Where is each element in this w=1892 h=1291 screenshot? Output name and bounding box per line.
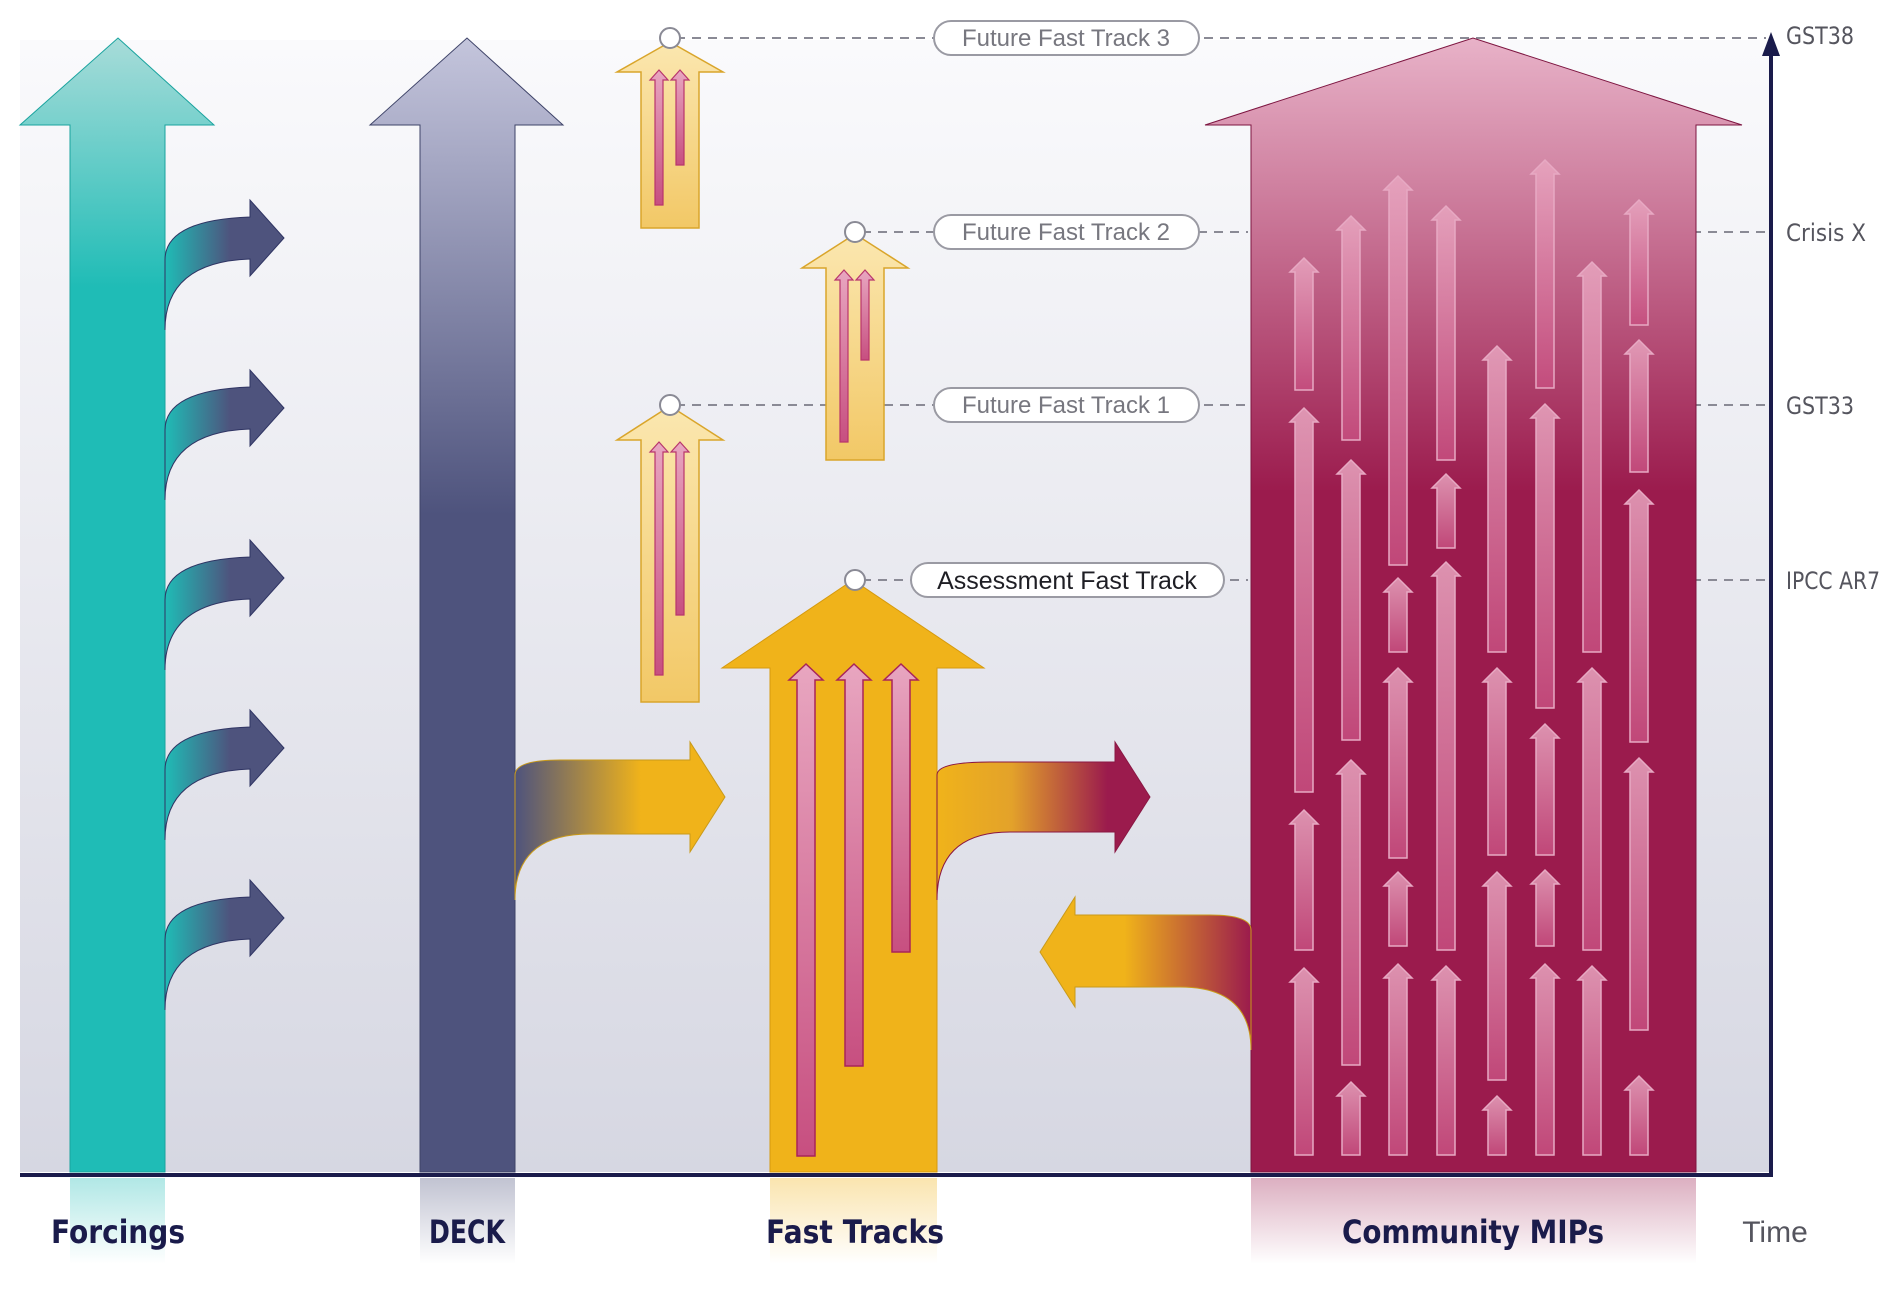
mip-inner-arrow <box>1481 344 1513 653</box>
mip-inner-arrow <box>1576 964 1608 1156</box>
deck-to-fast-tracks-arrow <box>514 740 726 901</box>
milestone-ipcc-ar7: IPCC AR7 <box>1786 567 1880 595</box>
mip-inner-arrow <box>1430 964 1462 1156</box>
mip-inner-arrow <box>1529 868 1561 947</box>
future-track-1-label: Future Fast Track 1 <box>962 392 1170 419</box>
mip-inner-arrow <box>1288 256 1320 391</box>
category-forcings: Forcings <box>51 1213 185 1251</box>
mip-inner-arrow <box>1623 488 1655 743</box>
future-track-1-pill <box>933 387 1200 423</box>
future-track-2-pill <box>933 214 1200 250</box>
track-node-assessment <box>844 569 866 591</box>
track-labels: Future Fast Track 3 Future Fast Track 2 … <box>659 20 1225 598</box>
mip-inner-arrow <box>1481 1094 1513 1156</box>
assessment-track-pill <box>910 562 1225 598</box>
milestone-labels: GST38 Crisis X GST33 IPCC AR7 <box>1786 22 1880 595</box>
mip-inner-arrow <box>1481 870 1513 1081</box>
mip-inner-arrow <box>1529 402 1561 709</box>
mip-inner-arrow <box>1288 966 1320 1156</box>
mip-inner-arrow <box>1623 1074 1655 1156</box>
mip-inner-arrow <box>1382 962 1414 1156</box>
mip-inner-arrow <box>1623 198 1655 326</box>
mip-inner-arrow <box>1335 1080 1367 1156</box>
milestone-gst33: GST33 <box>1786 392 1854 420</box>
mip-inner-arrow <box>1288 406 1320 793</box>
category-label-backgrounds <box>70 1178 1696 1264</box>
category-labels: Forcings DECK Fast Tracks Community MIPs <box>51 1213 1604 1251</box>
track-node-3 <box>659 27 681 49</box>
axes <box>20 32 1780 1177</box>
y-axis-arrowhead <box>1762 32 1780 56</box>
category-fast-tracks: Fast Tracks <box>766 1213 944 1251</box>
category-deck: DECK <box>429 1213 506 1251</box>
mip-inner-arrow <box>1335 758 1367 1066</box>
mip-inner-arrow <box>1382 666 1414 859</box>
assessment-track-label: Assessment Fast Track <box>937 567 1197 595</box>
mip-inner-arrow <box>1481 666 1513 856</box>
fast-tracks-arrow <box>720 579 1151 1173</box>
mips-to-fast-tracks-arrow <box>1039 895 1252 1051</box>
mip-inner-arrow <box>1382 870 1414 947</box>
forcings-branches <box>164 198 285 1011</box>
future-track-3-label: Future Fast Track 3 <box>962 25 1170 52</box>
mip-inner-arrow <box>1529 158 1561 389</box>
mip-inner-arrow <box>1335 214 1367 441</box>
mip-inner-arrow <box>1430 560 1462 951</box>
track-node-1 <box>659 394 681 416</box>
future-track-3-pill <box>933 20 1200 56</box>
community-mips-arrow <box>1039 37 1743 1173</box>
time-axis-label: Time <box>1742 1216 1808 1249</box>
milestone-crisis-x: Crisis X <box>1786 219 1866 247</box>
mip-inner-arrow <box>1430 204 1462 461</box>
mip-inner-arrow <box>1430 472 1462 549</box>
mip-inner-arrow <box>1529 722 1561 856</box>
track-node-2 <box>844 221 866 243</box>
mip-inner-arrow <box>1529 962 1561 1156</box>
deck-arrow <box>368 37 726 1173</box>
mip-inner-arrows <box>1288 158 1655 1156</box>
category-community-mips: Community MIPs <box>1342 1213 1604 1251</box>
mip-inner-arrow <box>1576 666 1608 951</box>
fast-tracks-to-mips-arrow <box>936 740 1151 901</box>
mip-inner-arrow <box>1382 576 1414 653</box>
mip-inner-arrow <box>1623 756 1655 1031</box>
mip-inner-arrow <box>1576 260 1608 653</box>
mip-inner-arrow <box>1623 338 1655 473</box>
future-fast-track-1-arrow <box>614 405 726 703</box>
mip-inner-arrow <box>1335 458 1367 741</box>
future-fast-track-2-arrow <box>799 233 911 461</box>
future-track-2-label: Future Fast Track 2 <box>962 219 1170 246</box>
milestone-gst38: GST38 <box>1786 22 1854 50</box>
mip-inner-arrow <box>1382 174 1414 566</box>
assessment-inner-arrows <box>787 662 920 1157</box>
future-fast-track-3-arrow <box>614 41 726 229</box>
forcings-arrow <box>18 37 285 1173</box>
mip-inner-arrow <box>1288 808 1320 951</box>
